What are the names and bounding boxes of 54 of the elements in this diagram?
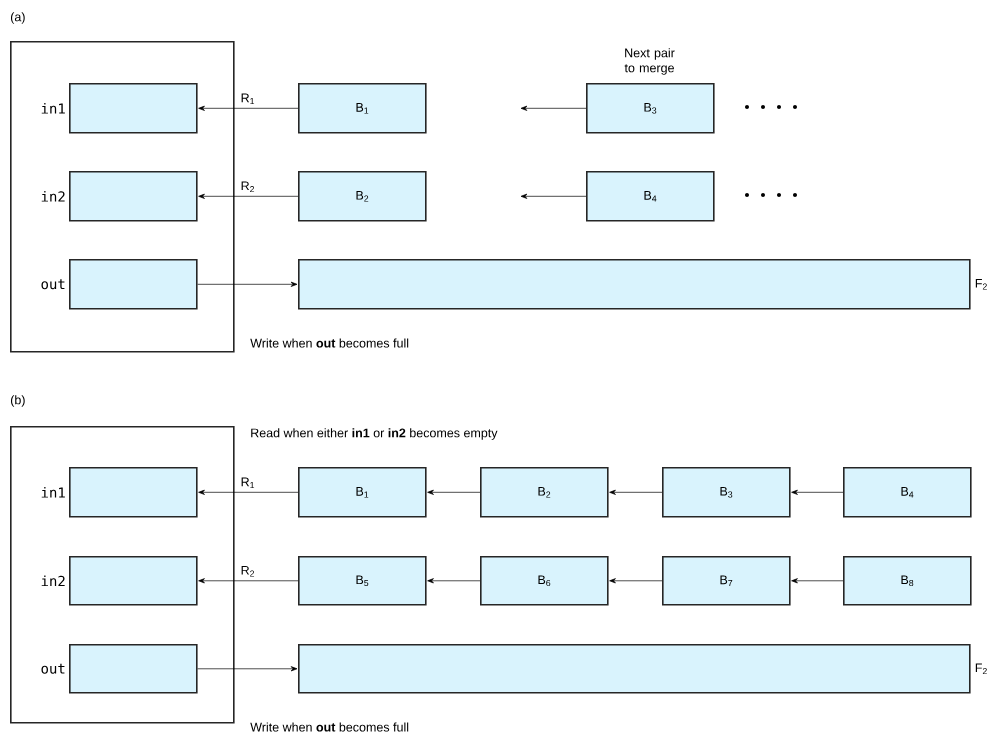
arrow xyxy=(520,193,587,199)
buffer-box: in1 xyxy=(41,467,198,518)
buffer-box: in1 xyxy=(41,83,198,134)
arrow xyxy=(791,578,844,584)
buffer-box: F$_{2}$ xyxy=(298,259,987,310)
buffer-box: B$_{4}$ xyxy=(843,467,972,518)
memory-frame xyxy=(10,426,235,724)
edge-label: R$_{2}$ xyxy=(239,180,256,194)
buffer-box: B$_{2}$ xyxy=(480,467,609,518)
buffer-box: B$_{3}$ xyxy=(586,83,715,134)
arrow xyxy=(609,578,663,584)
buffer-box: F$_{2}$ xyxy=(298,644,987,694)
buffer-box: B$_{7}$ xyxy=(662,556,791,606)
edge-label: R$_{1}$ xyxy=(239,92,256,106)
node-label: in2 xyxy=(41,190,65,202)
edge-label: R$_{2}$ xyxy=(239,565,256,578)
arrow xyxy=(427,578,481,584)
arrow xyxy=(197,281,298,287)
buffer-box: in2 xyxy=(41,556,198,606)
edge-label: R$_{1}$ xyxy=(239,476,256,490)
arrow xyxy=(520,105,587,111)
node-label: in1 xyxy=(41,102,65,114)
note-text: Read when either in1 or in2 becomes empty xyxy=(251,428,498,440)
memory-frame xyxy=(10,41,235,353)
caption-text: Next pair to merge xyxy=(624,48,675,75)
buffer-box: B$_{6}$ xyxy=(480,556,609,606)
buffer-box: B$_{4}$ xyxy=(586,171,715,222)
node-label: out xyxy=(41,279,65,290)
arrow xyxy=(198,578,299,584)
node-label: F$_{2}$ xyxy=(975,663,987,675)
arrow xyxy=(197,666,298,672)
node-label: in1 xyxy=(41,486,65,498)
node-label: out xyxy=(41,663,65,674)
buffer-box: out xyxy=(41,644,198,694)
node-label: F$_{2}$ xyxy=(975,279,987,290)
arrow xyxy=(427,489,481,495)
buffer-box: B$_{1}$ xyxy=(298,467,427,518)
buffer-box: B$_{3}$ xyxy=(662,467,791,518)
buffer-box: B$_{5}$ xyxy=(298,556,427,606)
buffer-box: in2 xyxy=(41,171,198,222)
panel-label: (b) xyxy=(11,395,25,407)
arrow xyxy=(791,489,844,495)
arrow xyxy=(609,489,663,495)
arrow xyxy=(198,105,299,111)
arrow xyxy=(198,489,299,495)
buffer-box: out xyxy=(41,259,198,310)
note-text: Write when out becomes full xyxy=(250,338,409,348)
buffer-box: B$_{8}$ xyxy=(843,556,972,606)
node-label: in2 xyxy=(41,575,65,587)
buffer-box: B$_{1}$ xyxy=(298,83,427,134)
note-text: Write when out becomes full xyxy=(250,722,409,732)
arrow xyxy=(198,193,299,199)
buffer-box: B$_{2}$ xyxy=(298,171,427,222)
panel-label: (a) xyxy=(11,12,25,24)
